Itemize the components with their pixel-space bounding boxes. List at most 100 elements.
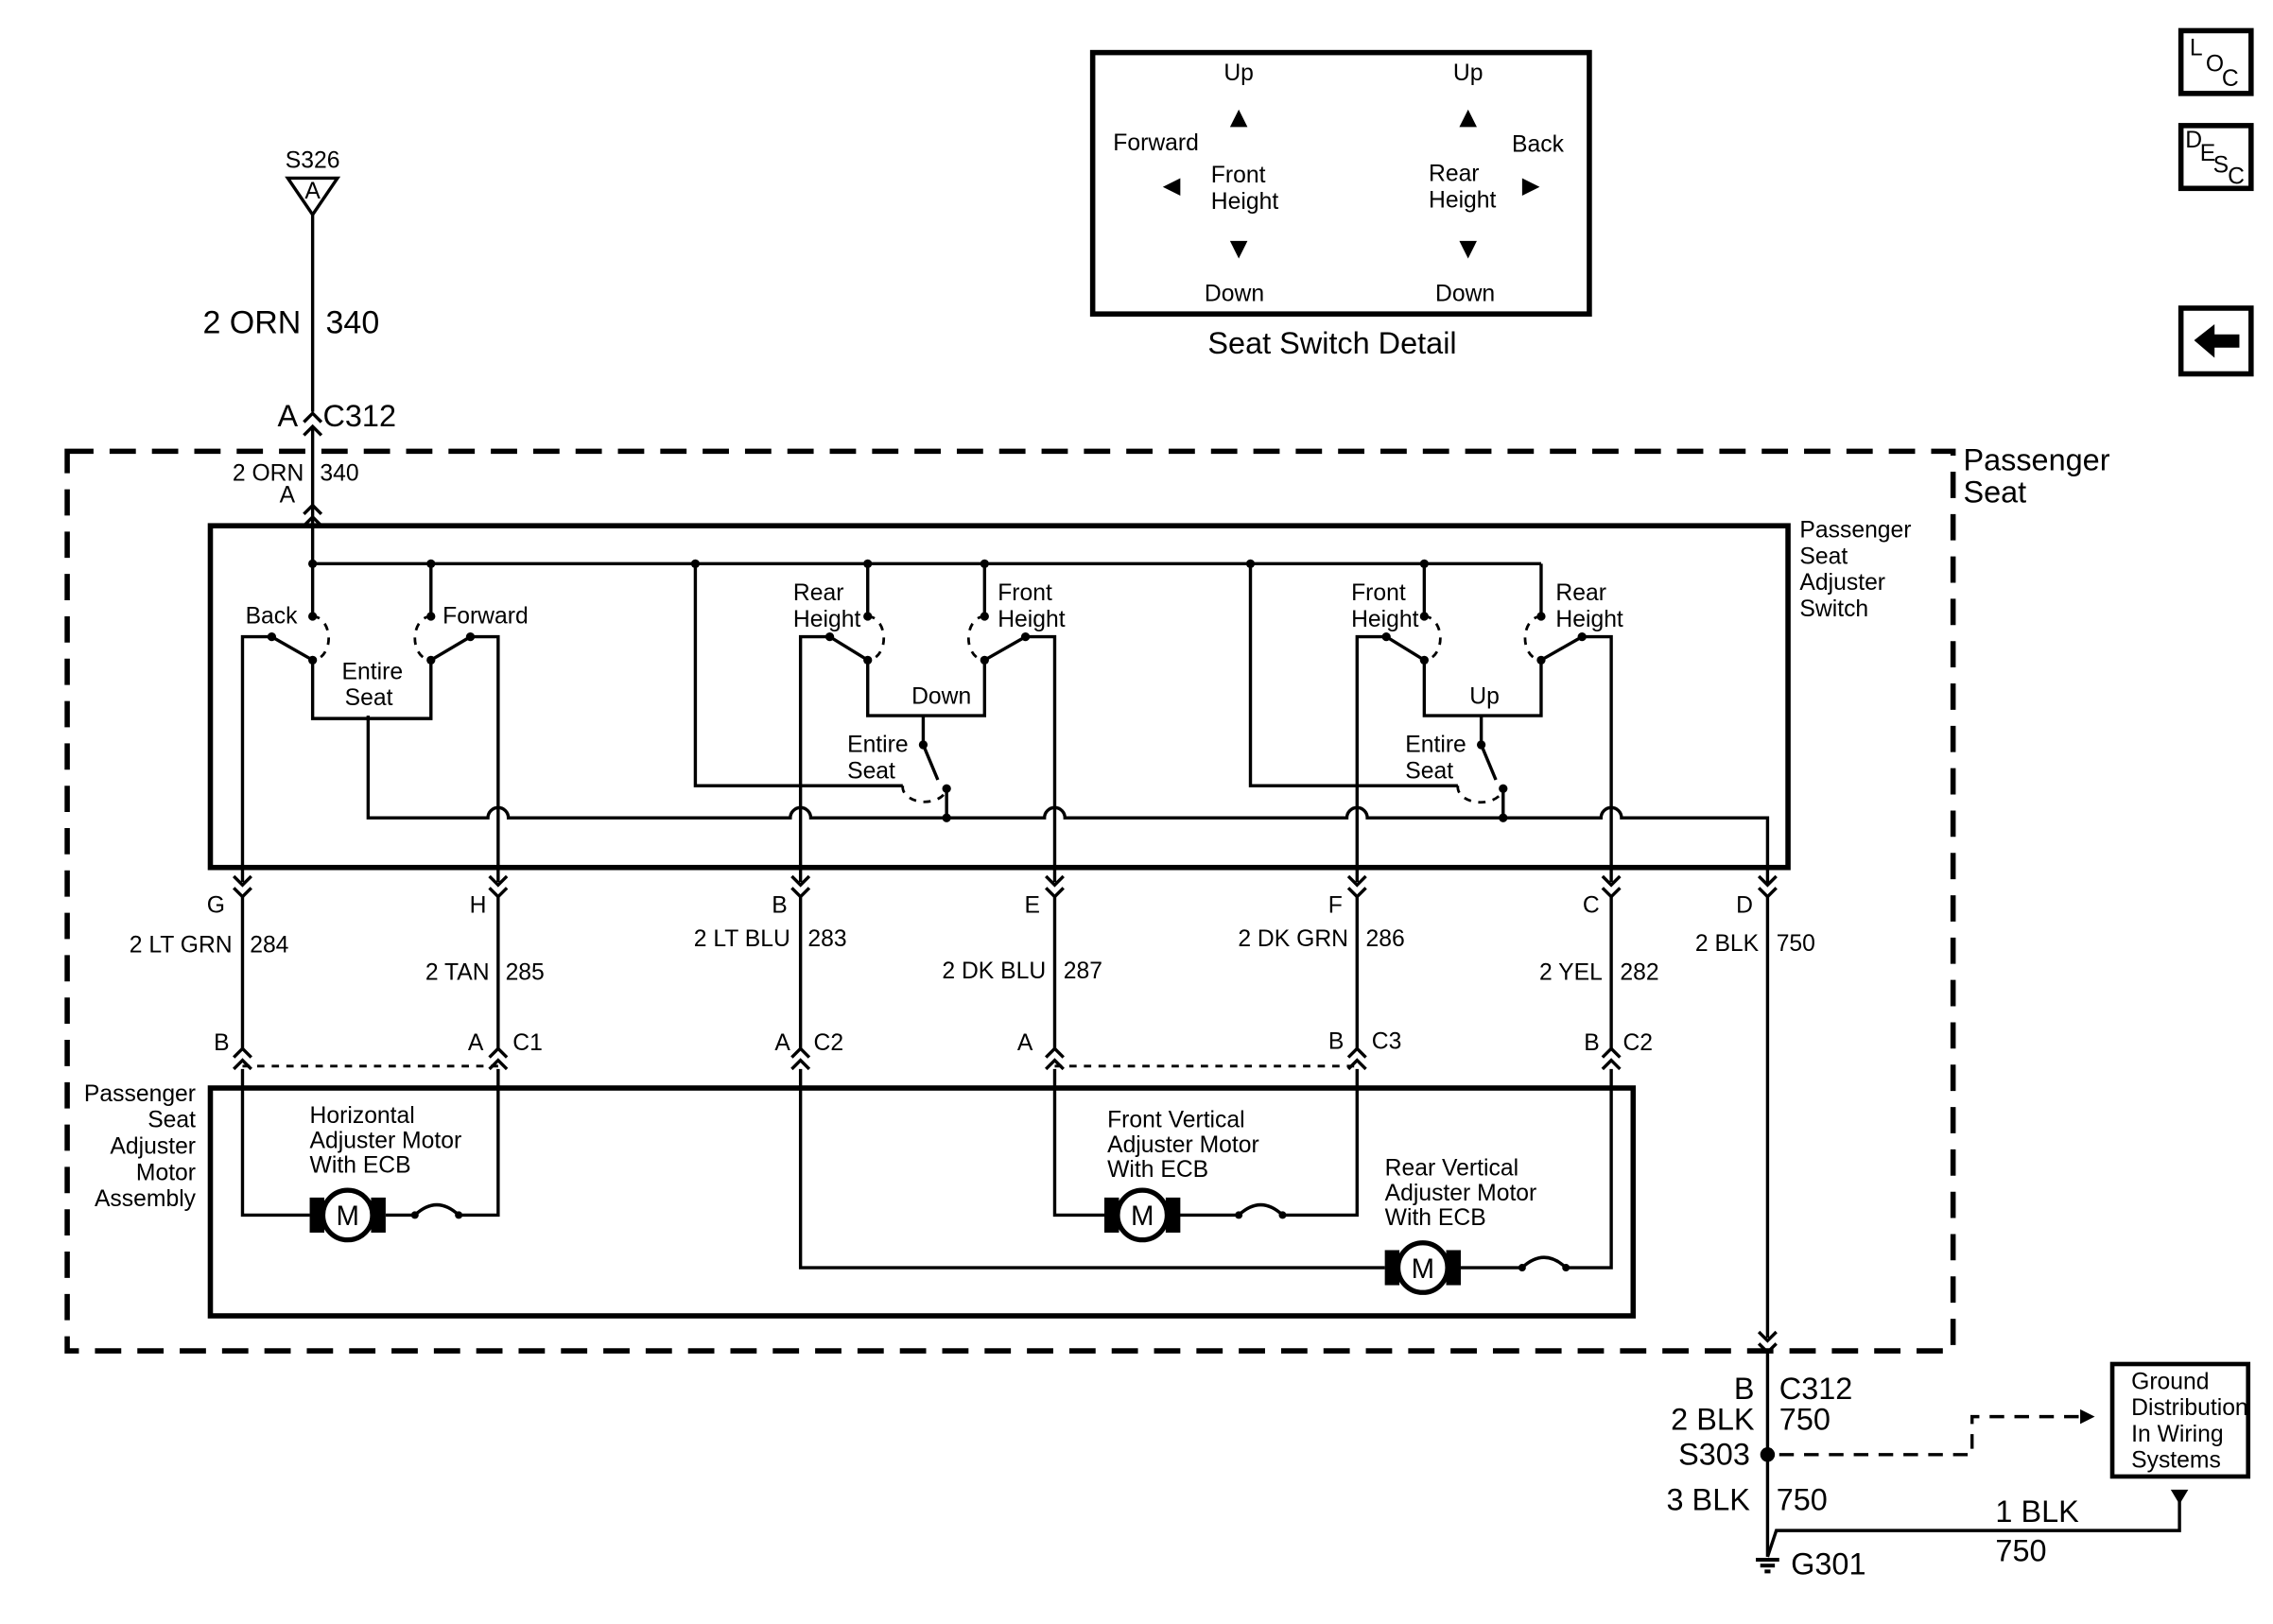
svg-text:C: C — [2228, 164, 2245, 190]
down-arrow-icon — [1229, 240, 1248, 259]
svg-text:D: D — [2185, 128, 2202, 153]
pin-label: B — [214, 1030, 229, 1056]
connector-c2-label: C2 — [1622, 1030, 1653, 1056]
passenger-seat-boundary — [64, 448, 1956, 1354]
up-label-left: Up — [1223, 60, 1254, 86]
right-arrow-icon — [2080, 1408, 2095, 1425]
back-button[interactable] — [2178, 305, 2254, 377]
circuit-number-label: 287 — [1064, 959, 1102, 984]
svg-text:Adjuster Motor: Adjuster Motor — [1385, 1181, 1537, 1206]
up-label: Up — [1469, 684, 1500, 710]
height-label: Height — [1351, 607, 1419, 632]
circuit-number-label: 750 — [1777, 931, 1815, 957]
svg-text:Assembly: Assembly — [95, 1186, 197, 1212]
splice-triangle-icon — [285, 176, 341, 218]
circuit-number-label: 750 — [1779, 1403, 1831, 1437]
front-label: Front — [1351, 580, 1406, 606]
circuit-number-label: 283 — [807, 926, 846, 952]
pin-label: H — [470, 893, 487, 919]
front-vertical-motor: M — [1104, 1187, 1181, 1243]
wire-color-label: 2 ORN — [233, 460, 304, 486]
wire-color-label: 2 TAN — [425, 960, 490, 986]
wire-color-label: 2 LT BLU — [694, 926, 790, 952]
desc-button[interactable]: D E S C — [2178, 123, 2254, 192]
entire-seat-label: Seat — [1405, 758, 1453, 784]
forward-label: Forward — [1113, 130, 1199, 156]
svg-text:With ECB: With ECB — [1385, 1205, 1486, 1231]
top-feed: S326 A 2 ORN 340 A C312 2 ORN 340 A — [202, 148, 396, 564]
svg-text:O: O — [2206, 52, 2224, 78]
left-arrow-icon — [1162, 178, 1181, 197]
svg-text:Front Vertical: Front Vertical — [1107, 1108, 1245, 1133]
wire-color-label: 2 DK BLU — [942, 959, 1046, 984]
connector-c312-label: C312 — [322, 399, 396, 433]
back-label: Back — [246, 604, 299, 630]
svg-text:Rear Vertical: Rear Vertical — [1385, 1156, 1518, 1182]
circuit-number-label: 286 — [1366, 926, 1405, 952]
svg-text:Adjuster Motor: Adjuster Motor — [310, 1128, 462, 1153]
entire-seat-label: Entire — [1405, 733, 1466, 758]
down-label: Down — [911, 684, 971, 710]
entire-seat-label: Seat — [847, 758, 895, 784]
passenger-seat-label: Passenger — [1963, 442, 2109, 476]
pin-label: A — [774, 1030, 790, 1056]
rear-vertical-motor: M — [1384, 1240, 1461, 1295]
wire-color-label: 2 BLK — [1671, 1403, 1755, 1437]
splice-pin-label: A — [304, 179, 321, 204]
up-label-right: Up — [1453, 60, 1484, 86]
connector-pin-label: B — [1734, 1372, 1755, 1406]
ground-g301-label: G301 — [1791, 1546, 1865, 1581]
svg-text:Seat: Seat — [147, 1108, 196, 1133]
entire-seat-label: Entire — [847, 733, 909, 758]
forward-label: Forward — [442, 604, 529, 630]
loc-button[interactable]: L O C — [2178, 27, 2254, 96]
connector-c312-label: C312 — [1779, 1372, 1853, 1406]
pin-label: C — [1583, 893, 1600, 919]
rear-label: Rear — [1429, 162, 1480, 187]
entire-seat-label: Entire — [342, 659, 404, 684]
rear-label: Rear — [793, 580, 844, 606]
down-arrow-icon — [1459, 240, 1477, 259]
connector-pin-label: A — [278, 399, 299, 433]
pin-label: A — [1017, 1030, 1033, 1056]
front-label: Front — [998, 580, 1052, 606]
svg-text:Passenger: Passenger — [84, 1081, 196, 1107]
connector-chevron-icon — [303, 514, 323, 527]
pin-label: A — [468, 1030, 484, 1056]
svg-text:Passenger: Passenger — [1799, 518, 1911, 544]
height-label: Height — [793, 607, 861, 632]
circuit-number-label: 340 — [320, 460, 358, 486]
rear-label: Rear — [1555, 580, 1606, 606]
connector-c3-label: C3 — [1372, 1028, 1402, 1054]
svg-text:L: L — [2190, 36, 2203, 61]
ground-distribution-reference[interactable]: Ground Distribution In Wiring Systems — [2109, 1361, 2251, 1479]
svg-text:With ECB: With ECB — [310, 1153, 411, 1179]
pin-label: F — [1328, 893, 1343, 919]
splice-dot-icon — [1760, 1447, 1776, 1462]
height-label: Height — [1211, 189, 1279, 215]
pin-label: B — [1584, 1030, 1599, 1056]
height-label: Height — [1555, 607, 1623, 632]
svg-text:Distribution: Distribution — [2131, 1395, 2248, 1421]
connector-c1-label: C1 — [512, 1030, 543, 1056]
height-label: Height — [998, 607, 1066, 632]
svg-text:C: C — [2222, 66, 2239, 92]
down-label-left: Down — [1205, 281, 1264, 306]
svg-text:Ground: Ground — [2131, 1369, 2209, 1394]
connector-chevron-icon — [1757, 1330, 1778, 1343]
svg-text:Adjuster Motor: Adjuster Motor — [1107, 1132, 1259, 1158]
circuit-number-label: 284 — [250, 932, 288, 958]
harness-wires: G 2 LT GRN 284 B H 2 TAN 285 A C1 B 2 LT… — [130, 874, 1815, 1339]
right-arrow-icon — [1521, 178, 1540, 197]
ground-symbol-icon — [1756, 1558, 1779, 1574]
pin-label: B — [1328, 1028, 1344, 1054]
up-arrow-icon — [1229, 109, 1248, 128]
svg-text:E: E — [2200, 141, 2215, 166]
circuit-number-label: 750 — [1995, 1534, 2046, 1568]
svg-text:Seat: Seat — [1799, 544, 1848, 569]
svg-text:M: M — [1131, 1201, 1154, 1232]
left-arrow-icon — [2194, 323, 2240, 358]
svg-text:With ECB: With ECB — [1107, 1157, 1208, 1183]
connector-chevron-icon — [303, 503, 323, 516]
